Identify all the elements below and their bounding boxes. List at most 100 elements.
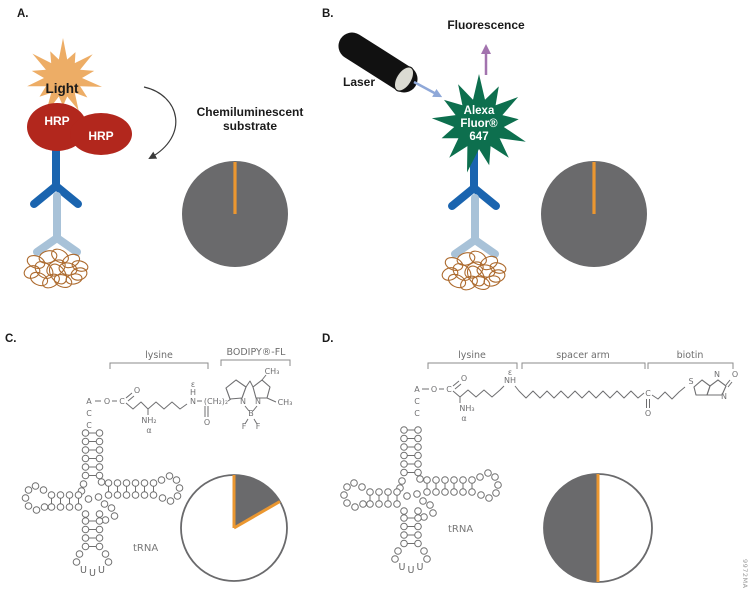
nucleotide bbox=[173, 492, 182, 500]
nucleotide bbox=[149, 479, 158, 487]
pie-wedge bbox=[234, 475, 280, 528]
nucleotide bbox=[400, 468, 408, 477]
panel-c-label: C. bbox=[5, 333, 17, 345]
nucleotide bbox=[384, 488, 392, 496]
nucleotide bbox=[39, 486, 48, 494]
biotin-bonds bbox=[725, 379, 733, 388]
chem-label: O bbox=[431, 385, 437, 394]
hrp-enzyme-2 bbox=[70, 113, 132, 155]
nucleotide bbox=[384, 500, 392, 508]
chem-bonds bbox=[95, 392, 232, 417]
chem-label: C bbox=[414, 409, 420, 418]
chem-label: NH bbox=[504, 376, 516, 385]
nucleotide bbox=[31, 482, 40, 490]
nucleotide bbox=[340, 491, 348, 499]
nucleotide bbox=[400, 426, 408, 434]
chem-label: CH₃ bbox=[265, 367, 280, 376]
nucleotide bbox=[459, 488, 467, 496]
nucleotide bbox=[74, 503, 83, 511]
nucleotide bbox=[81, 510, 90, 518]
nucleotide bbox=[400, 434, 408, 443]
panel-d-label: D. bbox=[322, 333, 334, 345]
nucleotide bbox=[343, 499, 351, 507]
substrate-label-line1: Chemiluminescent bbox=[197, 105, 304, 119]
nucleotide bbox=[414, 507, 422, 515]
panel-b: B. Fluorescence Laser Alexa Fluor® 647 bbox=[322, 8, 647, 322]
nucleotide bbox=[375, 488, 383, 496]
nucleotide bbox=[131, 491, 140, 499]
hrp-label-2: HRP bbox=[88, 129, 113, 143]
chem-label: O bbox=[732, 370, 738, 379]
nucleotide bbox=[351, 503, 359, 511]
nucleotide bbox=[491, 473, 499, 481]
chem-label: B bbox=[248, 409, 254, 418]
nucleotide bbox=[95, 463, 104, 471]
anticodon-letter: U bbox=[399, 562, 406, 573]
substrate-label-line2: substrate bbox=[223, 119, 277, 133]
hrp-label-1: HRP bbox=[44, 114, 69, 128]
nucleotide bbox=[432, 488, 440, 496]
nucleotide bbox=[414, 434, 422, 443]
alexa-label-line3: 647 bbox=[469, 131, 488, 143]
antibody-complex-a bbox=[22, 148, 89, 291]
nucleotide bbox=[400, 460, 408, 468]
chem-label: NH₂ bbox=[141, 416, 156, 425]
chem-label: α bbox=[461, 414, 466, 423]
nucleotide bbox=[414, 468, 422, 477]
nucleotide bbox=[423, 555, 431, 563]
nucleotide bbox=[65, 491, 74, 499]
light-label: Light bbox=[46, 81, 79, 96]
chem-label: C bbox=[446, 385, 452, 394]
nucleotide bbox=[65, 503, 74, 511]
nucleotide bbox=[476, 473, 484, 481]
nucleotide bbox=[81, 517, 90, 525]
alexa-star-shape bbox=[431, 74, 526, 173]
nucleotide bbox=[494, 481, 502, 489]
light-burst-star bbox=[27, 38, 103, 114]
chem-label: C bbox=[86, 409, 92, 418]
nucleotide bbox=[413, 490, 421, 498]
nucleotide bbox=[104, 558, 113, 566]
nucleotide bbox=[104, 479, 113, 487]
chem-label: ε bbox=[191, 380, 195, 389]
pie-wedge-edge bbox=[233, 500, 281, 530]
nucleotide bbox=[414, 426, 422, 434]
nucleotide bbox=[166, 497, 175, 505]
chem-label: CH₃ bbox=[278, 398, 293, 407]
nucleotide bbox=[81, 463, 90, 471]
nucleotide bbox=[414, 460, 422, 468]
chem-label: N bbox=[190, 397, 196, 406]
chem-label: N bbox=[721, 392, 727, 401]
nucleotide bbox=[56, 491, 65, 499]
nucleotide bbox=[75, 550, 84, 558]
chem-label: N bbox=[240, 397, 246, 406]
bracket-biotin-label: biotin bbox=[677, 350, 704, 361]
bracket-lysine-label: lysine bbox=[145, 350, 173, 361]
nucleotide bbox=[95, 429, 104, 437]
nucleotide bbox=[343, 483, 351, 491]
nucleotide bbox=[419, 497, 427, 505]
antibody-complex-b bbox=[440, 150, 507, 293]
chem-label: S bbox=[688, 377, 693, 386]
chem-bonds-d bbox=[422, 380, 686, 408]
nucleotide bbox=[414, 443, 422, 451]
nucleotide bbox=[140, 479, 149, 487]
nucleotide bbox=[97, 478, 106, 486]
chem-label: N bbox=[714, 370, 720, 379]
nucleotide bbox=[95, 471, 104, 480]
chem-label: O bbox=[645, 409, 651, 418]
nucleotide bbox=[393, 488, 401, 496]
nucleotide bbox=[400, 522, 408, 531]
chem-label: C bbox=[645, 389, 651, 398]
nucleotide bbox=[24, 502, 33, 510]
nucleotide bbox=[56, 503, 65, 511]
nucleotide bbox=[492, 489, 500, 497]
nucleotide bbox=[74, 491, 83, 499]
nucleotide bbox=[400, 539, 408, 548]
nucleotide bbox=[95, 534, 104, 542]
nucleotide bbox=[394, 547, 402, 555]
nucleotide bbox=[414, 451, 422, 460]
nucleotide bbox=[420, 513, 428, 521]
